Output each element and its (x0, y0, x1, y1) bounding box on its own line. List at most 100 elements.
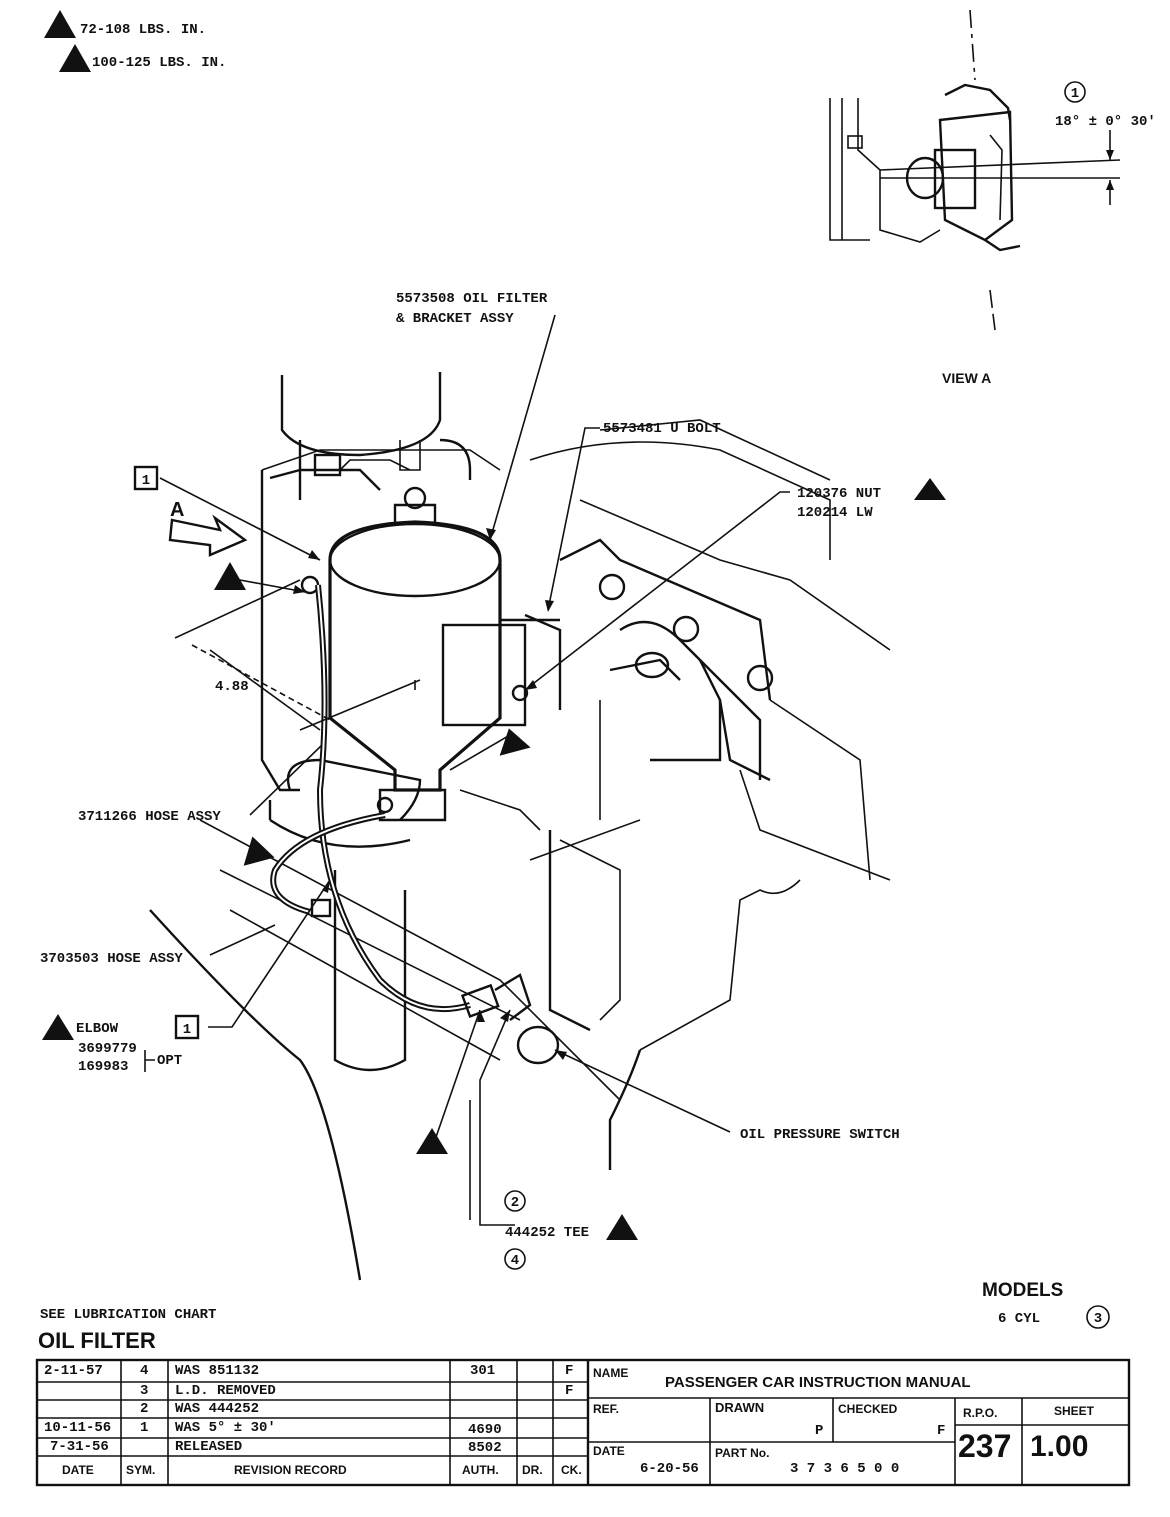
view-arrow-label: A (170, 499, 184, 521)
label-filter-assy-1: 5573508 OIL FILTER (396, 291, 548, 307)
header-auth: AUTH. (462, 1463, 499, 1477)
label-tee: 444252 TEE (505, 1225, 589, 1241)
box-ref-1: 1 (142, 473, 150, 489)
part-label: PART No. (715, 1446, 770, 1460)
rev-date: 2-11-57 (44, 1363, 103, 1379)
warning-triangle-icon (914, 478, 946, 500)
dimension-label: 4.88 (215, 679, 249, 695)
tee-ref-bottom: 4 (511, 1253, 519, 1269)
rev-record: L.D. REMOVED (175, 1383, 276, 1399)
view-a-inset: 1 18° ± 0° 30' VIEW A (829, 9, 1156, 386)
rpo-value: 237 (958, 1428, 1012, 1464)
hose-lines (270, 584, 560, 1065)
rev-ck: F (565, 1383, 574, 1399)
part-value: 3 7 3 6 5 0 0 (790, 1461, 900, 1477)
dimension-488: 4.88 (174, 579, 421, 731)
view-a-angle: 18° ± 0° 30' (1055, 114, 1156, 130)
label-oil-pressure-switch: OIL PRESSURE SWITCH (740, 1127, 900, 1143)
svg-text:2: 2 (509, 740, 515, 751)
rev-auth: 301 (470, 1363, 496, 1379)
label-lw: 120214 LW (797, 505, 873, 521)
rev-record: WAS 444252 (175, 1401, 260, 1417)
svg-text:2: 2 (55, 1028, 61, 1039)
rev-record: WAS 851132 (175, 1363, 260, 1379)
svg-text:1: 1 (183, 1022, 191, 1038)
leader-lines (159, 314, 790, 1226)
legend-sym-2: 2 (72, 60, 78, 71)
rev-sym: 1 (140, 1420, 149, 1436)
view-a-ref-circle (1064, 81, 1086, 103)
tee-ref-top: 2 (511, 1195, 519, 1211)
header-revision-record: REVISION RECORD (234, 1463, 347, 1477)
sheet-label: SHEET (1054, 1404, 1095, 1418)
label-elbow-part-1: 3699779 (78, 1041, 137, 1057)
models-value: 6 CYL (998, 1311, 1040, 1327)
rev-auth: 8502 (468, 1440, 502, 1456)
rev-record: RELEASED (175, 1439, 243, 1455)
callouts: 5573508 OIL FILTER & BRACKET ASSY 557348… (40, 291, 946, 1270)
date-value: 6-20-56 (640, 1461, 699, 1477)
warning-triangle-icon (59, 44, 91, 72)
label-elbow: ELBOW (76, 1021, 119, 1037)
svg-text:2: 2 (619, 1228, 625, 1239)
rev-sym: 3 (140, 1383, 149, 1399)
label-u-bolt: 5573481 U BOLT (603, 421, 721, 437)
header-ck: CK. (561, 1463, 582, 1477)
box-ref-icon (174, 1014, 200, 1040)
warning-triangle-icon (42, 1014, 74, 1040)
rev-sym: 4 (140, 1363, 149, 1379)
label-filter-assy-2: & BRACKET ASSY (396, 311, 514, 327)
models-ref: 3 (1094, 1311, 1102, 1327)
sheet-value: 1.00 (1030, 1430, 1089, 1463)
warning-triangle-icon (214, 562, 246, 590)
drawn-value: P (815, 1423, 824, 1439)
title-block (35, 1358, 1131, 1487)
box-ref-icon (133, 465, 159, 491)
header-sym: SYM. (126, 1463, 156, 1477)
name-value: PASSENGER CAR INSTRUCTION MANUAL (665, 1374, 971, 1391)
engine-block-sketch (149, 372, 891, 1281)
label-opt: OPT (157, 1053, 182, 1069)
rev-record: WAS 5° ± 30' (175, 1420, 276, 1436)
label-nut: 120376 NUT (797, 486, 881, 502)
warning-triangle-icon (44, 10, 76, 38)
svg-text:2: 2 (227, 577, 233, 588)
name-label: NAME (593, 1366, 629, 1380)
models-heading: MODELS (982, 1280, 1063, 1301)
warning-triangle-icon (499, 728, 531, 756)
torque-legend: 1 72-108 LBS. IN. 2 100-125 LBS. IN. (44, 10, 226, 72)
legend-torque-2: 100-125 LBS. IN. (92, 55, 226, 71)
label-elbow-part-2: 169983 (78, 1059, 128, 1075)
drawn-label: DRAWN (715, 1400, 765, 1415)
drawing-title: OIL FILTER (38, 1328, 156, 1353)
oil-filter-canister (300, 486, 562, 822)
checked-label: CHECKED (838, 1402, 898, 1416)
rev-sym: 2 (140, 1401, 149, 1417)
legend-torque-1: 72-108 LBS. IN. (80, 22, 206, 38)
rev-date: 10-11-56 (44, 1420, 112, 1436)
rev-ck: F (565, 1363, 574, 1379)
view-a-caption: VIEW A (942, 370, 991, 386)
svg-text:1: 1 (927, 489, 933, 500)
ref-label: REF. (593, 1402, 620, 1416)
label-hose-assy-1: 3711266 HOSE ASSY (78, 809, 221, 825)
svg-text:2: 2 (253, 850, 259, 861)
warning-triangle-icon (416, 1128, 448, 1154)
models-block: MODELS 6 CYL 3 (982, 1280, 1110, 1329)
checked-value: F (937, 1423, 946, 1439)
legend-sym-1: 1 (57, 26, 63, 37)
date-label: DATE (593, 1444, 625, 1458)
header-dr: DR. (522, 1463, 543, 1477)
svg-text:2: 2 (429, 1142, 435, 1153)
view-a-ref: 1 (1071, 86, 1079, 102)
view-arrow: A (168, 499, 248, 557)
header-date: DATE (62, 1463, 94, 1477)
warning-triangle-icon (243, 836, 275, 866)
rpo-label: R.P.O. (963, 1406, 998, 1420)
see-lubrication-chart: SEE LUBRICATION CHART (40, 1307, 216, 1323)
rev-date: 7-31-56 (50, 1439, 109, 1455)
rev-auth: 4690 (468, 1422, 502, 1438)
label-hose-assy-2: 3703503 HOSE ASSY (40, 951, 183, 967)
warning-triangle-icon (606, 1214, 638, 1240)
